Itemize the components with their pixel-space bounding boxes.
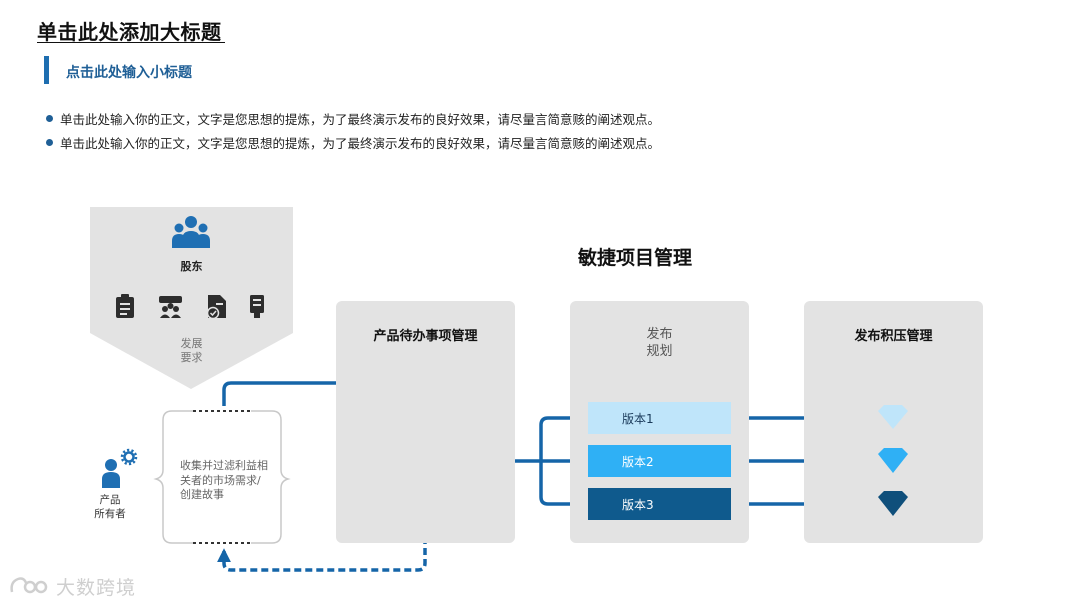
- stakeholder-shape: [90, 207, 293, 389]
- release-backlog-title: 发布积压管理: [854, 329, 933, 344]
- document-check-icon: [206, 295, 226, 320]
- product-backlog-panel[interactable]: 产品待办事项管理: [336, 301, 515, 543]
- team-icon: [159, 296, 182, 318]
- page-title[interactable]: 单击此处添加大标题: [37, 20, 222, 44]
- version-2-box[interactable]: 版本2: [588, 445, 731, 477]
- stakeholders-icon: [172, 216, 210, 248]
- page-subtitle[interactable]: 点击此处输入小标题: [66, 65, 192, 81]
- bullet-item[interactable]: 单击此处输入你的正文，文字是您思想的提炼，为了最终演示发布的良好效果，请尽量言简…: [46, 109, 660, 128]
- bullet-text: 单击此处输入你的正文，文字是您思想的提炼，为了最终演示发布的良好效果，请尽量言简…: [60, 112, 661, 127]
- collect-bracket: [153, 410, 291, 544]
- bullet-item[interactable]: 单击此处输入你的正文，文字是您思想的提炼，为了最终演示发布的良好效果，请尽量言简…: [46, 133, 660, 152]
- release-backlog-panel[interactable]: 发布积压管理: [804, 301, 983, 543]
- requirements-line2: 要求: [180, 351, 203, 364]
- release-plan-title-line2: 规划: [646, 344, 673, 359]
- loop-arrow-bottom: [217, 515, 427, 572]
- bullet-dot-icon: [46, 115, 53, 122]
- bullet-text: 单击此处输入你的正文，文字是您思想的提炼，为了最终演示发布的良好效果，请尽量言简…: [60, 136, 661, 151]
- version-1-box[interactable]: 版本1: [588, 402, 731, 434]
- watermark-text: 大数跨境: [56, 577, 137, 599]
- server-icon: [250, 295, 264, 318]
- product-owner-line2: 所有者: [94, 508, 126, 520]
- gear-icon: [120, 448, 138, 466]
- product-owner-icon: [102, 459, 120, 488]
- subtitle-accent-bar: [44, 56, 49, 84]
- clipboard-icon: [116, 294, 134, 318]
- watermark: 大数跨境: [8, 573, 136, 600]
- bullet-dot-icon: [46, 139, 53, 146]
- requirements-line1: 发展: [180, 337, 203, 350]
- title-underline: [37, 42, 225, 43]
- release-plan-title: 发布 规划: [570, 326, 749, 360]
- collect-requirements-text: 收集并过滤利益相关者的市场需求/创建故事: [180, 459, 268, 501]
- diagram-title[interactable]: 敏捷项目管理: [578, 247, 693, 269]
- product-owner-line1: 产品: [99, 494, 121, 506]
- product-owner-label: 产品 所有者: [85, 493, 135, 521]
- stakeholders-label: 股东: [180, 260, 203, 273]
- watermark-logo-icon: [10, 576, 48, 593]
- version-3-box[interactable]: 版本3: [588, 488, 731, 520]
- release-plan-title-line1: 发布: [646, 327, 673, 342]
- development-requirements-label: 发展 要求: [90, 337, 293, 365]
- product-backlog-title: 产品待办事项管理: [373, 329, 478, 344]
- release-split-bottom: [539, 461, 584, 511]
- release-split-connector: [539, 411, 584, 461]
